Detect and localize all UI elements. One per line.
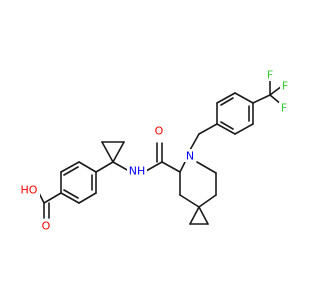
bond-benzyl-ring-inner-3 [220,97,234,106]
bond-skeleton [38,79,283,225]
atom-label-acid-oxygen: O [42,220,51,233]
bond-acid-ring-1 [78,161,97,173]
bond-ring-ch2 [198,123,218,135]
bond-cp-1 [101,141,114,163]
bond-benzyl-ring-5 [216,92,236,104]
bond-cp-aryl [95,161,114,173]
bond-spiro-cp-1 [189,206,200,225]
bond-benzyl-ring-3 [216,123,236,135]
bond-acid-ring-2 [60,161,80,173]
bond-ring-cooh [43,192,62,204]
bond-cp-3 [112,141,125,163]
chemical-structure-diagram: F F F N O NH HO O [18,68,290,233]
atom-label-carbonyl-oxygen: O [155,125,164,138]
bond-acid-ring-4 [60,192,80,204]
bond-benzyl-ring-6 [234,92,254,104]
bond-acid-ring-inner-1 [63,166,79,176]
atom-label-f2: F [281,102,287,115]
bond-acid-ring-inner-2 [63,189,79,199]
bond-n-c-right [196,161,217,174]
atom-labels: F F F N O NH HO O [18,69,290,233]
bond-ring-carbonyl [161,161,181,173]
atom-label-ring-nitrogen: N [186,150,194,163]
bond-nh-cp [112,161,130,172]
bond-ring-left-to-n [179,161,186,173]
bond-spiro-to-ring-left [179,194,200,208]
bond-benzyl-ring-inner-2 [220,121,234,130]
bond-carbonyl-nh [145,161,163,172]
bond-benzyl-ring-2 [234,123,254,135]
atom-label-f1: F [282,80,288,93]
bond-spiro-cp-3 [198,206,209,225]
bond-ch2-n [189,133,200,151]
atom-label-f3: F [267,69,273,82]
bond-ring-cf3 [252,94,271,104]
atom-label-hydroxyl: HO [21,184,38,197]
bond-ring-to-spiro-right [198,194,217,208]
atom-label-amide-nh: NH [129,165,146,178]
bond-acid-ring-5 [78,192,97,204]
